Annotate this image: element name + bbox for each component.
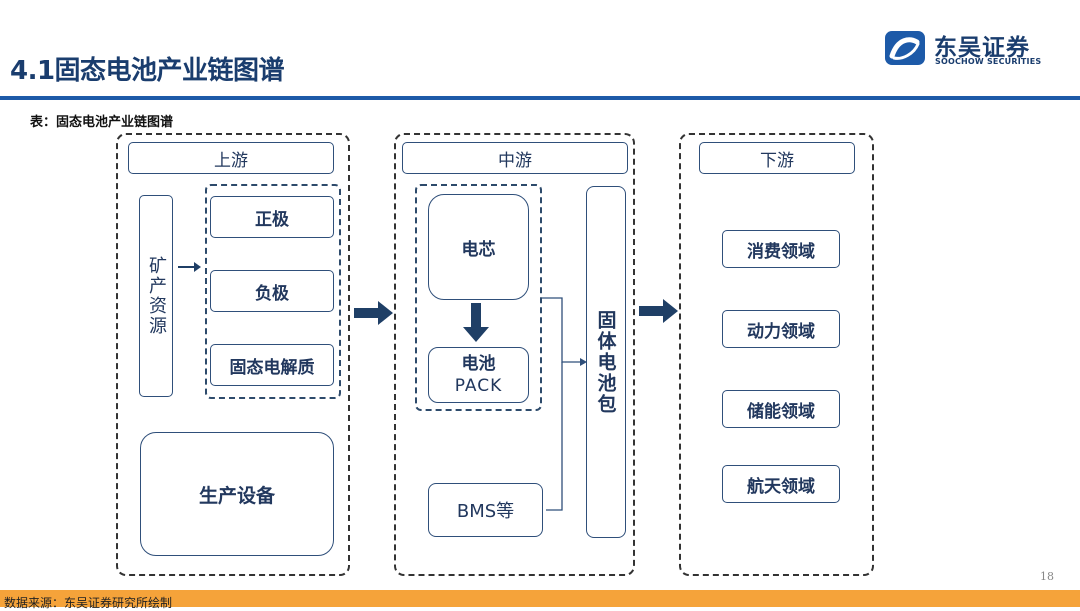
- midstream-header: 中游: [402, 142, 628, 174]
- mineral-resources-box: 矿产资源: [139, 195, 173, 397]
- aerospace-field-box: 航天领域: [722, 465, 840, 503]
- downstream-header: 下游: [699, 142, 855, 174]
- brand-logo-icon: [885, 31, 925, 65]
- page-number: 18: [1040, 570, 1054, 583]
- power-field-box: 动力领域: [722, 310, 840, 348]
- downstream-section: [679, 133, 874, 576]
- battery-pack-box: 电池 PACK: [428, 347, 529, 403]
- midstream-to-downstream-arrow-icon: [639, 299, 678, 323]
- solid-electrolyte-box: 固态电解质: [210, 344, 334, 386]
- battery-pack-label: 电池: [461, 354, 496, 374]
- cell-to-pack-arrow-icon: [463, 303, 489, 342]
- upstream-section: [116, 133, 350, 576]
- page-title: 4.1固态电池产业链图谱: [10, 56, 285, 86]
- brand-name-cn: 东吴证券: [934, 35, 1030, 61]
- upstream-header: 上游: [128, 142, 334, 174]
- cathode-box: 正极: [210, 196, 334, 238]
- solid-battery-pack-box: 固体电池包: [586, 186, 626, 538]
- brand-name-en: SOOCHOW SECURITIES: [935, 57, 1042, 66]
- footer-bar: [0, 590, 1080, 607]
- mineral-to-materials-arrow-icon: [178, 262, 201, 272]
- battery-pack-sublabel: PACK: [454, 376, 503, 396]
- bms-box: BMS等: [428, 483, 543, 537]
- materials-group: [205, 184, 341, 399]
- production-equipment-box: 生产设备: [140, 432, 334, 556]
- storage-field-box: 储能领域: [722, 390, 840, 428]
- cell-box: 电芯: [428, 194, 529, 300]
- midstream-section: [394, 133, 635, 576]
- consumer-field-box: 消费领域: [722, 230, 840, 268]
- upstream-to-midstream-arrow-icon: [354, 301, 393, 325]
- midstream-connector-lines: [542, 297, 587, 511]
- source-note: 数据来源：东吴证券研究所绘制: [4, 596, 173, 610]
- anode-box: 负极: [210, 270, 334, 312]
- header-divider: [0, 96, 1080, 100]
- cell-pack-group: [415, 184, 542, 411]
- table-caption: 表：固态电池产业链图谱: [30, 115, 174, 130]
